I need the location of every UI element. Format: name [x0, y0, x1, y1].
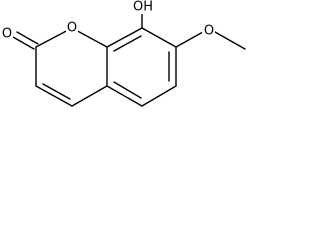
methoxy-oxygen-label: O [204, 24, 214, 39]
bond-c5-c4a [106, 85, 143, 107]
bond-c7-methoxy-o [175, 31, 204, 48]
carbonyl-oxygen-atom: O [2, 27, 13, 42]
bond-c5-c4a-inner-double [113, 81, 142, 99]
bond-c4a-c4 [71, 85, 108, 107]
methoxy-oxygen-label-background [202, 24, 215, 39]
ring-oxygen-label: O [67, 21, 77, 36]
hydroxyl-label-background [133, 1, 154, 14]
bond-c8-c8a-inner-double [113, 35, 142, 52]
bond-c8a-c8 [106, 27, 143, 48]
bond-c2-carbonyl-o-a [12, 36, 35, 50]
hydroxyl-group: OH [133, 0, 154, 15]
hydroxyl-label: OH [133, 0, 153, 15]
carbonyl-oxygen-label: O [2, 27, 12, 42]
bond-c2-carbonyl-o-b [16, 31, 39, 45]
bonds [12, 11, 246, 107]
bond-methoxy-o-methyl [214, 31, 246, 50]
chemical-structure-diagram: O O OH O [2, 0, 246, 107]
bond-c6-c5 [141, 85, 177, 107]
bond-c3-c4-inner-double [42, 83, 71, 100]
ring-oxygen-label-background [66, 21, 78, 35]
carbonyl-oxygen-label-background [2, 27, 13, 42]
methoxy-oxygen-atom: O [202, 24, 215, 39]
ring-oxygen-atom: O [66, 21, 78, 36]
atom-labels: O O OH O [2, 0, 215, 42]
bond-c8-c7 [141, 27, 177, 48]
bond-c4-c3 [35, 85, 73, 107]
